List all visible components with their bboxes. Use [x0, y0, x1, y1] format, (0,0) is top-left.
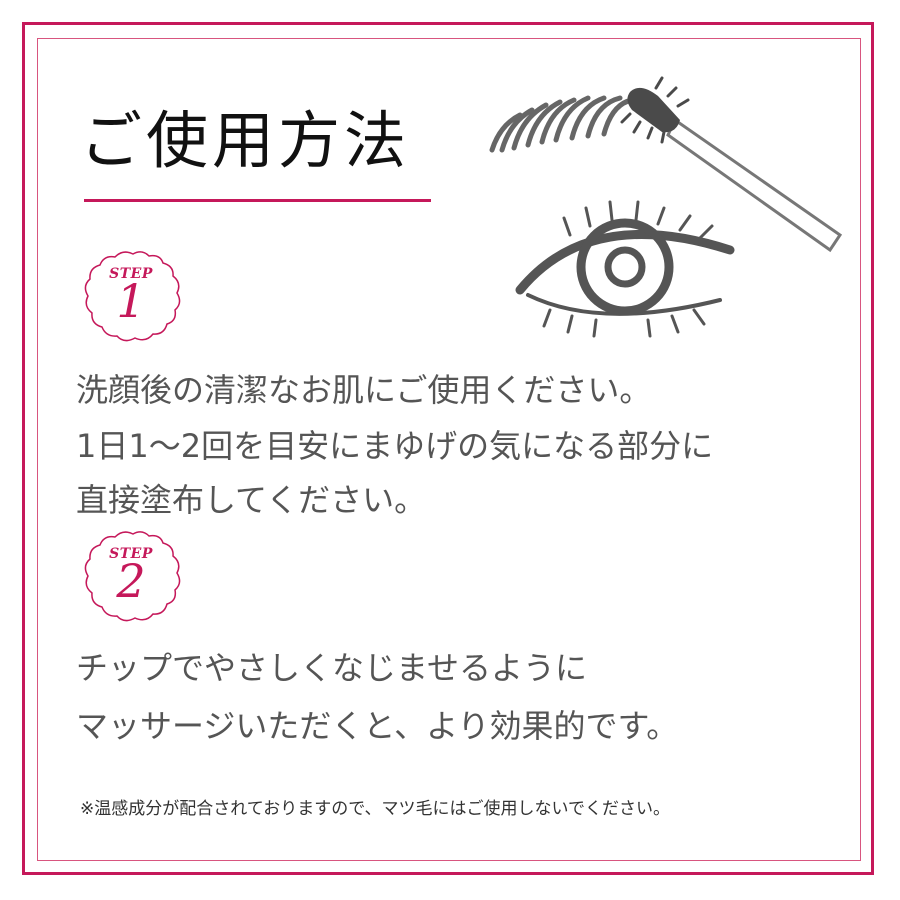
step-1-line-3: 直接塗布してください。	[76, 481, 427, 519]
step-1-line-1: 洗顔後の清潔なお肌にご使用ください。	[76, 371, 652, 409]
step-label: STEP	[109, 546, 153, 562]
step-badge-icon	[84, 251, 181, 342]
eyebrow-icon	[489, 95, 635, 153]
page-title: ご使用方法	[80, 104, 411, 177]
step-2-line-1: チップでやさしくなじませるように	[76, 649, 588, 687]
caution-note: ※温感成分が配合されておりますので、マツ毛にはご使用しないでください。	[80, 799, 671, 819]
step-badge-icon	[84, 531, 181, 622]
eye-brow-illustration	[489, 76, 843, 338]
eye-icon	[515, 200, 735, 338]
spoolie-brush-icon	[620, 76, 843, 253]
step-2-line-2: マッサージいただくと、より効果的です。	[76, 707, 679, 745]
step-label: STEP	[109, 266, 153, 282]
step-2-badge: STEP 2	[76, 528, 206, 628]
step-1-badge: STEP 1	[76, 248, 206, 348]
inner-frame	[37, 38, 861, 861]
outer-frame	[22, 22, 874, 875]
step-number: 2	[116, 554, 146, 608]
step-number: 1	[116, 274, 146, 328]
title-underline	[84, 199, 431, 202]
step-1-line-2: 1日1～2回を目安にまゆげの気になる部分に	[76, 427, 714, 465]
